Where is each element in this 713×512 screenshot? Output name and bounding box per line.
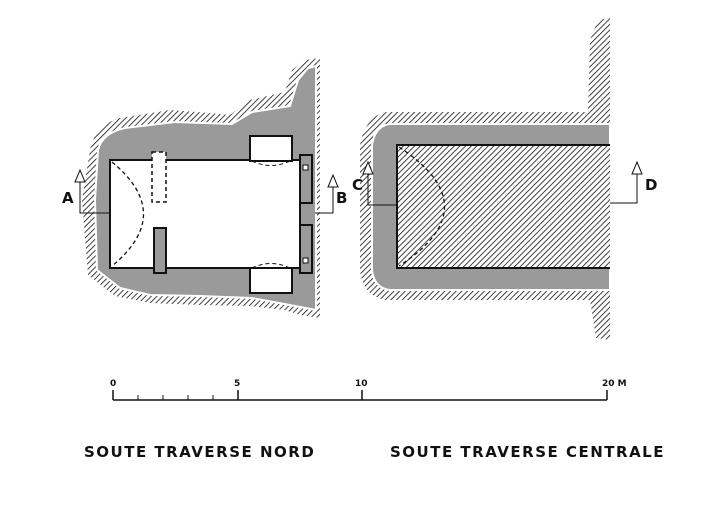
vault-arc: [398, 146, 446, 267]
scale-label: 0: [110, 379, 116, 389]
plan-soute-traverse-centrale: C D: [352, 18, 657, 340]
svg-text:B: B: [336, 189, 347, 207]
earth-hatch: [360, 18, 610, 340]
vault-arc: [111, 161, 145, 267]
door-jamb-top: [299, 154, 313, 204]
scale-label: 10: [355, 379, 368, 389]
svg-text:D: D: [645, 176, 657, 194]
plan-title-nord: SOUTE TRAVERSE NORD: [84, 443, 316, 461]
room-interior: [109, 159, 301, 269]
slot: [302, 257, 309, 264]
section-mark-d: D: [610, 160, 657, 204]
scale-label: 20 M: [602, 379, 627, 389]
scale-bar: 0 5 10 20 M: [110, 379, 627, 401]
section-mark-a: A: [62, 168, 110, 214]
vault-arc: [251, 160, 291, 166]
room-outline: [396, 144, 610, 269]
pillar: [153, 227, 167, 274]
niche-bottom: [249, 267, 293, 294]
plan-soute-traverse-nord: A B: [62, 58, 347, 318]
section-mark-c: C: [352, 160, 397, 206]
door-jamb-bottom: [299, 224, 313, 274]
niche-top: [249, 135, 293, 162]
slot: [302, 164, 309, 171]
vault-arc: [251, 263, 291, 269]
svg-text:A: A: [62, 189, 74, 207]
svg-text:C: C: [352, 176, 363, 194]
plan-title-centrale: SOUTE TRAVERSE CENTRALE: [390, 443, 665, 461]
section-mark-b: B: [315, 173, 347, 214]
pillar-dashed: [151, 151, 167, 203]
scale-label: 5: [234, 379, 240, 389]
